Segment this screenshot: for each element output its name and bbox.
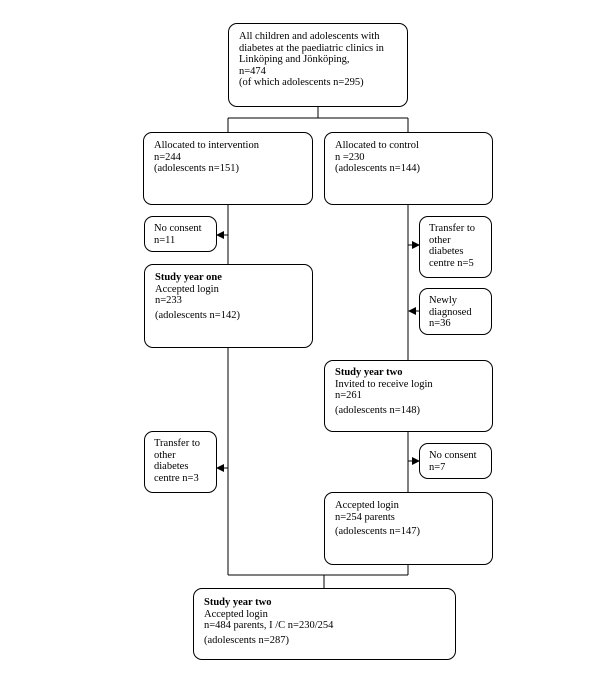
box-line: centre n=3 <box>154 472 199 484</box>
box-line: (adolescents n=148) <box>335 404 420 416</box>
box-line: n=484 parents, I /C n=230/254 <box>204 620 334 631</box>
box-line: Transfer to <box>429 223 475 234</box>
box-line: Accepted login <box>204 608 268 620</box>
box-line: n=233 <box>155 295 182 306</box>
box-line: other <box>154 449 176 461</box>
box-line: (adolescents n=147) <box>335 526 420 537</box>
box-newly-diagnosed: Newly diagnosed n=36 <box>419 288 492 335</box>
box-line: n=254 parents <box>335 511 395 523</box>
box-line: n=7 <box>429 461 446 473</box>
box-no-consent-intervention: No consent n=11 <box>144 216 217 252</box>
box-line: (adolescents n=151) <box>154 163 239 174</box>
box-line: diabetes at the paediatric clinics in <box>239 42 384 54</box>
box-line: n=244 <box>154 151 181 163</box>
box-line: (adolescents n=287) <box>204 634 289 646</box>
box-line: Invited to receive login <box>335 378 433 390</box>
box-accepted-login-control: Accepted login n=254 parents (adolescent… <box>324 492 493 565</box>
box-line: Linköping and Jönköping, <box>239 54 350 65</box>
box-study-year-one: Study year one Accepted login n=233 (ado… <box>144 264 313 348</box>
box-transfer-control: Transfer to other diabetes centre n=5 <box>419 216 492 278</box>
box-title: Study year two <box>335 367 403 378</box>
box-title: Study year two <box>204 597 272 608</box>
box-line: Newly <box>429 295 457 306</box>
box-line: All children and adolescents with <box>239 31 380 42</box>
box-line: other <box>429 234 451 246</box>
box-line: n =230 <box>335 151 365 163</box>
box-allocated-intervention: Allocated to intervention n=244 (adolesc… <box>143 132 313 205</box>
box-line: Accepted login <box>335 500 399 511</box>
box-line: diabetes <box>154 461 189 472</box>
box-line: diagnosed <box>429 306 472 318</box>
box-line: Allocated to intervention <box>154 140 259 151</box>
box-line: Transfer to <box>154 438 200 449</box>
box-title: Study year one <box>155 272 222 283</box>
box-study-year-two-final: Study year two Accepted login n=484 pare… <box>193 588 456 660</box>
box-line: n=36 <box>429 318 451 329</box>
box-line: n=474 <box>239 65 266 77</box>
box-line: Accepted login <box>155 283 219 295</box>
box-line: (adolescents n=144) <box>335 163 420 174</box>
box-all-children: All children and adolescents with diabet… <box>228 23 408 107</box>
box-line: Allocated to control <box>335 140 419 151</box>
box-transfer-intervention: Transfer to other diabetes centre n=3 <box>144 431 217 493</box>
box-line: (of which adolescents n=295) <box>239 77 364 88</box>
box-line: diabetes <box>429 246 464 257</box>
box-line: No consent <box>429 450 477 461</box>
box-line: centre n=5 <box>429 257 474 269</box>
box-line: (adolescents n=142) <box>155 309 240 321</box>
box-line: n=11 <box>154 234 176 246</box>
box-study-year-two-control: Study year two Invited to receive login … <box>324 360 493 432</box>
box-line: n=261 <box>335 390 362 401</box>
box-no-consent-control: No consent n=7 <box>419 443 492 479</box>
box-line: No consent <box>154 223 202 234</box>
box-allocated-control: Allocated to control n =230 (adolescents… <box>324 132 493 205</box>
